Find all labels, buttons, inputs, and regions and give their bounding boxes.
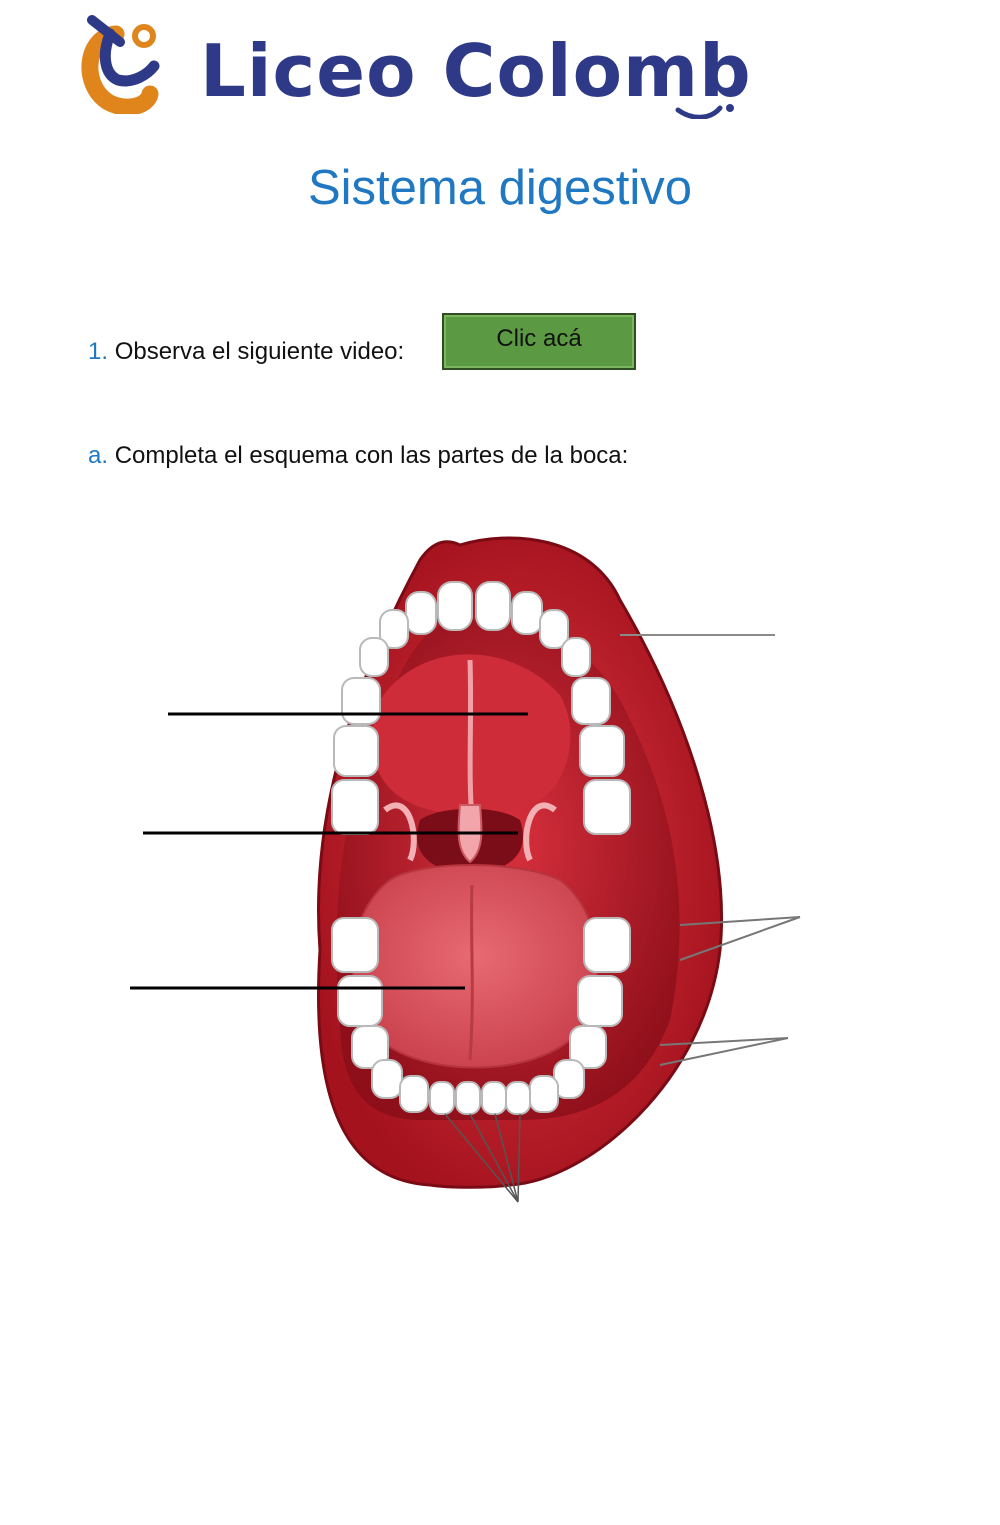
question-a: a. Completa el esquema con las partes de… [88,440,628,472]
question-text: Completa el esquema con las partes de la… [114,442,629,469]
logo-wordmark: Liceo Colombia [200,24,826,135]
school-logo: Liceo Colombia [78,14,826,120]
lower-teeth [331,917,631,1115]
question-number: 1. [88,338,109,365]
logo-mark-icon [81,15,160,116]
label-line-lower-teeth [659,1037,789,1066]
page-title: Sistema digestivo [307,161,692,215]
question-1: 1. Observa el siguiente video: [88,336,404,368]
question-letter: a. [88,442,109,469]
tongue [351,864,599,1069]
palate [372,654,571,821]
label-line-molars [679,916,801,961]
svg-text:Liceo Colombia: Liceo Colombia [200,29,755,113]
label-lines [130,634,801,1066]
mouth-diagram [120,520,820,1220]
watch-video-button[interactable]: Clic acá [442,313,636,370]
question-text: Observa el siguiente video: [114,338,405,365]
